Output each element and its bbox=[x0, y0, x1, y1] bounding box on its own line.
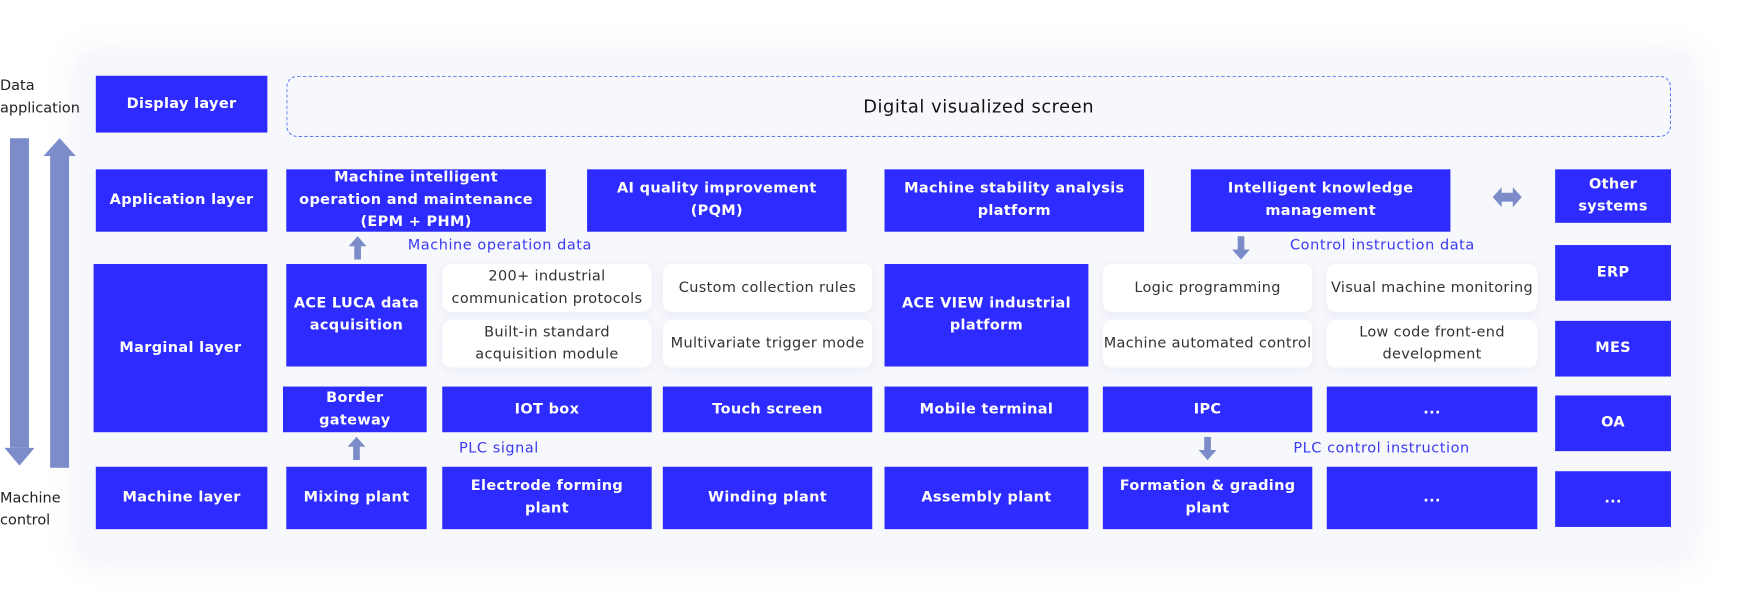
device-mobile-terminal: Mobile terminal bbox=[884, 386, 1089, 433]
card-collection-rules: Custom collection rules bbox=[662, 264, 873, 312]
arrow-down-icon bbox=[1232, 236, 1250, 260]
system-mes: MES bbox=[1555, 320, 1671, 377]
app-epm-phm: Machine intelligent operation and mainte… bbox=[286, 169, 546, 232]
control-instruction-data-label: Control instruction data bbox=[1290, 237, 1475, 254]
plant-mixing: Mixing plant bbox=[286, 466, 427, 530]
card-logic-programming: Logic programming bbox=[1102, 264, 1313, 312]
machine-control-label: Machine control bbox=[0, 490, 61, 530]
machine-layer: Machine layer bbox=[95, 466, 268, 530]
card-trigger-mode: Multivariate trigger mode bbox=[662, 319, 873, 368]
plc-signal-label: PLC signal bbox=[458, 440, 539, 457]
card-protocols: 200+ industrial communication protocols bbox=[442, 264, 652, 312]
plant-winding: Winding plant bbox=[662, 466, 873, 530]
digital-visualized-screen: Digital visualized screen bbox=[286, 75, 1672, 138]
app-knowledge: Intelligent knowledge management bbox=[1190, 169, 1451, 232]
data-application-label: Data application bbox=[0, 77, 80, 117]
system-more: ... bbox=[1555, 471, 1671, 527]
marginal-layer: Marginal layer bbox=[93, 264, 268, 433]
app-stability: Machine stability analysis platform bbox=[884, 169, 1145, 232]
plant-assembly: Assembly plant bbox=[884, 466, 1089, 530]
application-layer: Application layer bbox=[95, 169, 268, 232]
double-arrow-icon bbox=[1492, 187, 1522, 208]
flow-arrows-icon bbox=[4, 138, 76, 468]
plant-more: ... bbox=[1326, 466, 1538, 530]
plc-control-instruction-label: PLC control instruction bbox=[1293, 440, 1470, 457]
device-border-gateway: Border gateway bbox=[282, 386, 427, 433]
device-ipc: IPC bbox=[1102, 386, 1313, 433]
plant-electrode-forming: Electrode forming plant bbox=[442, 466, 652, 530]
other-systems: Other systems bbox=[1555, 169, 1671, 223]
device-more: ... bbox=[1326, 386, 1538, 433]
app-pqm: AI quality improvement (PQM) bbox=[587, 169, 847, 232]
display-layer: Display layer bbox=[95, 75, 268, 133]
arrow-up-icon bbox=[348, 236, 367, 260]
arrow-up-icon bbox=[347, 436, 366, 461]
plant-formation-grading: Formation & grading plant bbox=[1102, 466, 1313, 530]
system-erp: ERP bbox=[1555, 245, 1671, 301]
machine-operation-data-label: Machine operation data bbox=[407, 237, 592, 254]
card-automated-control: Machine automated control bbox=[1102, 319, 1313, 368]
ace-view: ACE VIEW industrial platform bbox=[884, 264, 1089, 367]
ace-luca: ACE LUCA data acquisition bbox=[286, 264, 427, 367]
device-iot-box: IOT box bbox=[442, 386, 652, 433]
card-low-code: Low code front-end development bbox=[1326, 319, 1538, 368]
card-acquisition-module: Built-in standard acquisition module bbox=[442, 319, 652, 368]
arrow-down-icon bbox=[1198, 436, 1217, 461]
system-oa: OA bbox=[1555, 395, 1671, 452]
card-visual-monitoring: Visual machine monitoring bbox=[1326, 264, 1538, 312]
device-touch-screen: Touch screen bbox=[662, 386, 873, 433]
